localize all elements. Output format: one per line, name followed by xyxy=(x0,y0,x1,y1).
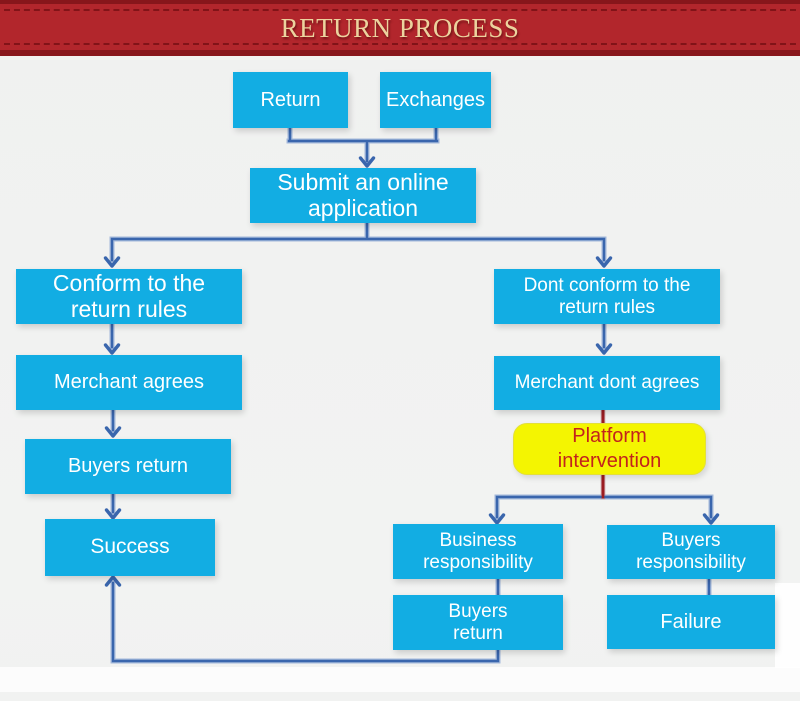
node-failure: Failure xyxy=(607,595,775,649)
background-band xyxy=(0,667,800,692)
arrow-down-icon xyxy=(103,256,121,268)
background-patch xyxy=(775,583,800,668)
node-conform-rules: Conform to the return rules xyxy=(16,269,242,324)
arrow-up-icon xyxy=(104,575,122,587)
node-submit-application: Submit an online application xyxy=(250,168,476,223)
node-merchant-dont-agrees: Merchant dont agrees xyxy=(494,356,720,410)
arrow-down-icon xyxy=(595,343,613,355)
arrow-down-icon xyxy=(104,508,122,520)
banner-title: RETURN PROCESS xyxy=(280,13,520,43)
arrow-down-icon xyxy=(595,256,613,268)
node-return: Return xyxy=(233,72,348,128)
banner-stitch-top xyxy=(4,9,796,11)
node-platform-intervention: Platform intervention xyxy=(513,423,706,475)
arrow-down-icon xyxy=(702,513,720,525)
arrow-down-icons xyxy=(103,156,720,587)
node-dont-conform-rules: Dont conform to the return rules xyxy=(494,269,720,324)
node-merchant-agrees: Merchant agrees xyxy=(16,355,242,410)
node-success: Success xyxy=(45,519,215,576)
arrow-down-icon xyxy=(104,426,122,438)
arrow-down-icon xyxy=(358,156,376,168)
node-buyers-return: Buyers return xyxy=(25,439,231,494)
arrow-down-icon xyxy=(488,513,506,525)
node-business-responsibility: Business responsibility xyxy=(393,524,563,579)
node-exchanges: Exchanges xyxy=(380,72,491,128)
banner-stitch-bottom xyxy=(4,43,796,45)
banner: RETURN PROCESS xyxy=(0,0,800,56)
node-buyers-return-2: Buyers return xyxy=(393,595,563,650)
node-buyers-responsibility: Buyers responsibility xyxy=(607,525,775,579)
arrow-down-icon xyxy=(103,343,121,355)
